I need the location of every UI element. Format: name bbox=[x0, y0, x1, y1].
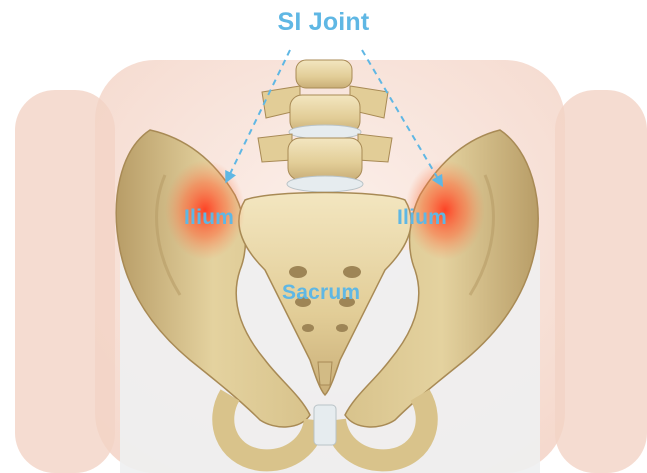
coccyx bbox=[318, 362, 332, 385]
sacrum-label: Sacrum bbox=[282, 281, 360, 305]
intervertebral-disc bbox=[289, 125, 361, 139]
ilium-left-label: Ilium bbox=[184, 206, 234, 230]
diagram-title: SI Joint bbox=[0, 8, 647, 37]
ilium-right-label: Ilium bbox=[397, 206, 447, 230]
pubic-symphysis bbox=[314, 405, 336, 445]
